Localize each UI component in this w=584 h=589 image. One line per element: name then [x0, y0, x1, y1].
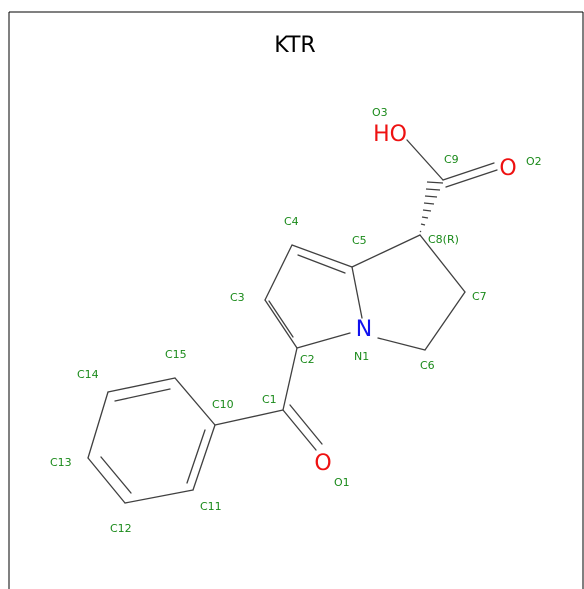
bond-c15-c10 [174, 377, 216, 426]
element-o1: O [314, 451, 331, 476]
atom-label-c13: C13 [50, 456, 72, 469]
bond-c4-c5-inner [297, 254, 346, 274]
bond-c2-c3 [264, 299, 298, 349]
atom-label-c12: C12 [110, 522, 132, 535]
bond-c13-c14 [87, 391, 109, 459]
atom-label-o2: O2 [526, 155, 542, 168]
bond-c3-c4 [264, 244, 293, 301]
bond-c6-n1 [377, 337, 426, 351]
atom-label-c1: C1 [262, 393, 277, 406]
bond-c1-o1 [282, 409, 317, 451]
bond-c9-o2 [442, 162, 495, 181]
bonds [87, 139, 498, 504]
bond-c14-c15 [107, 377, 176, 393]
atom-label-c2: C2 [300, 353, 315, 366]
bond-c2-c1 [282, 347, 298, 411]
bond-c12-c13 [87, 457, 126, 504]
bond-c11-c12 [124, 489, 194, 504]
atom-label-c5: C5 [352, 234, 367, 247]
atom-label-c10: C10 [212, 398, 234, 411]
atom-label-c8: C8(R) [428, 233, 459, 246]
atom-label-c14: C14 [77, 368, 99, 381]
atom-label-c11: C11 [200, 500, 222, 513]
atom-label-c7: C7 [472, 290, 487, 303]
element-o2: O [499, 156, 516, 181]
atom-label-c9: C9 [444, 153, 459, 166]
bond-c4-c5 [291, 244, 353, 268]
bond-c14-c15-inner [114, 388, 171, 402]
atom-label-c6: C6 [420, 359, 435, 372]
element-n1: N [356, 317, 372, 342]
bond-c2-c3-inner [268, 300, 294, 338]
bond-c9-o2-double [445, 169, 498, 188]
bond-c7-c6 [424, 291, 466, 351]
bond-c12-c13-inner [100, 456, 132, 494]
molecule-title: KTR [274, 33, 315, 58]
bond-c5-n1 [351, 266, 363, 319]
bond-c8-c9-hashed [419, 181, 444, 233]
atom-label-n1: N1 [354, 350, 369, 363]
bond-c10-c11-inner [186, 429, 206, 484]
atom-label-c4: C4 [284, 215, 299, 228]
bond-c1-c10 [214, 409, 284, 426]
bond-c5-c8 [351, 234, 421, 268]
atom-label-c3: C3 [230, 291, 245, 304]
element-o3: HO [373, 122, 407, 147]
bond-n1-c2 [296, 332, 351, 349]
atom-label-o3: O3 [372, 106, 388, 119]
bond-c1-o1-double [289, 404, 323, 445]
atom-label-c15: C15 [165, 348, 187, 361]
bond-c8-c7 [419, 234, 466, 293]
atom-label-o1: O1 [334, 476, 350, 489]
bond-c10-c11 [192, 424, 216, 491]
bond-c9-o3 [406, 139, 444, 181]
